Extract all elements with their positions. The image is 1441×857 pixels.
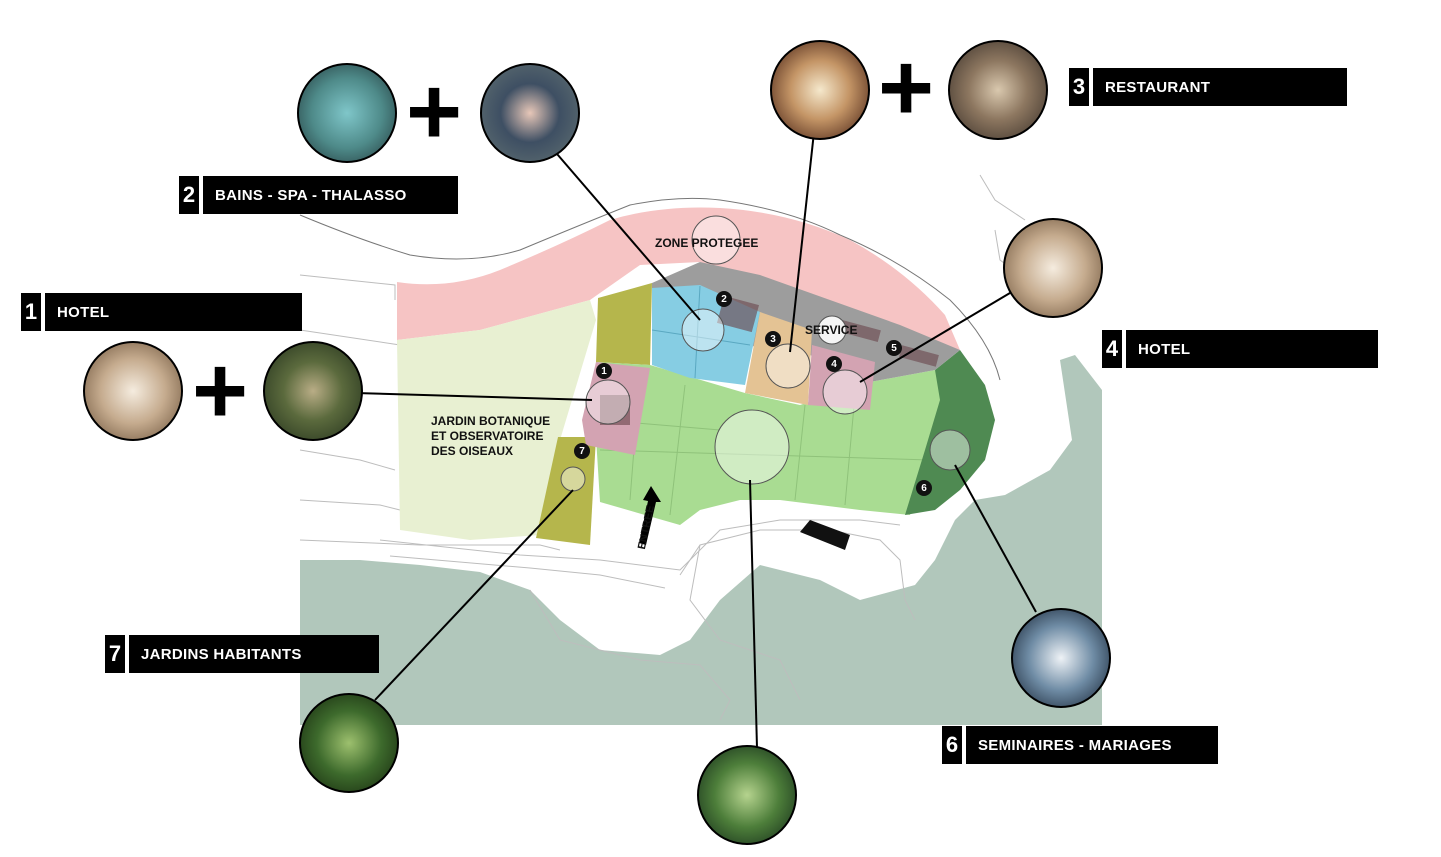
entree-arrow: [639, 486, 661, 545]
marker-1: 1: [596, 363, 612, 379]
legend-number: 6: [942, 726, 962, 764]
hotel-room-photo-icon: [1003, 218, 1103, 318]
plus-sign-restaurant: +: [878, 34, 935, 141]
site-circles: [560, 215, 971, 492]
botanic-garden-area: [397, 300, 596, 540]
garden-deck-photo-icon: [263, 341, 363, 441]
legend-label: HOTEL: [45, 293, 302, 331]
massage-photo-icon: [480, 63, 580, 163]
marker-3: 3: [765, 331, 781, 347]
olive-strip-bottom: [536, 437, 596, 545]
olive-strip-top: [596, 283, 652, 365]
plus-sign-hotel: +: [192, 337, 249, 444]
protected-zone-area: [397, 207, 960, 350]
legend-label: BAINS - SPA - THALASSO: [203, 176, 458, 214]
legend-label: JARDINS HABITANTS: [129, 635, 379, 673]
legend-restaurant-3: 3 RESTAURANT: [1069, 68, 1347, 106]
hotel-4-area: [808, 345, 875, 410]
zone-protegee-label: ZONE PROTEGEE: [655, 236, 759, 250]
legend-number: 4: [1102, 330, 1122, 368]
marker-4: 4: [826, 356, 842, 372]
photo-circles: [83, 40, 1111, 845]
seminar-room-photo-icon: [1011, 608, 1111, 708]
jardin-botanique-label: JARDIN BOTANIQUE ET OBSERVATOIRE DES OIS…: [431, 414, 551, 458]
leader-lines: [354, 131, 1037, 749]
pond-garden-photo-icon: [697, 745, 797, 845]
legend-bains-2: 2 BAINS - SPA - THALASSO: [179, 176, 458, 214]
spa-players-photo-icon: [297, 63, 397, 163]
community-garden-photo-icon: [299, 693, 399, 793]
marker-7: 7: [574, 443, 590, 459]
hotel-room-2-photo-icon: [83, 341, 183, 441]
legend-label: SEMINAIRES - MARIAGES: [966, 726, 1218, 764]
legend-number: 2: [179, 176, 199, 214]
restaurant-table-photo-icon: [770, 40, 870, 140]
lawn-grid: [599, 371, 931, 516]
legend-number: 7: [105, 635, 125, 673]
restaurant-area: [745, 312, 812, 405]
legend-label: RESTAURANT: [1093, 68, 1347, 106]
slope-hatching: [299, 197, 1001, 381]
service-label: SERVICE: [805, 323, 858, 337]
legend-hotel-4: 4 HOTEL: [1102, 330, 1378, 368]
legend-number: 3: [1069, 68, 1089, 106]
legend-hotel-1: 1 HOTEL: [21, 293, 302, 331]
legend-label: HOTEL: [1126, 330, 1378, 368]
legend-jardins-7: 7 JARDINS HABITANTS: [105, 635, 379, 673]
marker-6: 6: [916, 480, 932, 496]
road-outlines: [299, 174, 1026, 721]
marker-2: 2: [716, 291, 732, 307]
terrace-photo-icon: [948, 40, 1048, 140]
plus-sign-bains: +: [406, 58, 463, 165]
sea-area: [300, 355, 1102, 725]
legend-seminaires-6: 6 SEMINAIRES - MARIAGES: [942, 726, 1218, 764]
legend-number: 1: [21, 293, 41, 331]
pier-block: [800, 520, 850, 550]
terrace-area: [905, 350, 995, 515]
marker-5: 5: [886, 340, 902, 356]
spa-grid: [651, 285, 751, 379]
